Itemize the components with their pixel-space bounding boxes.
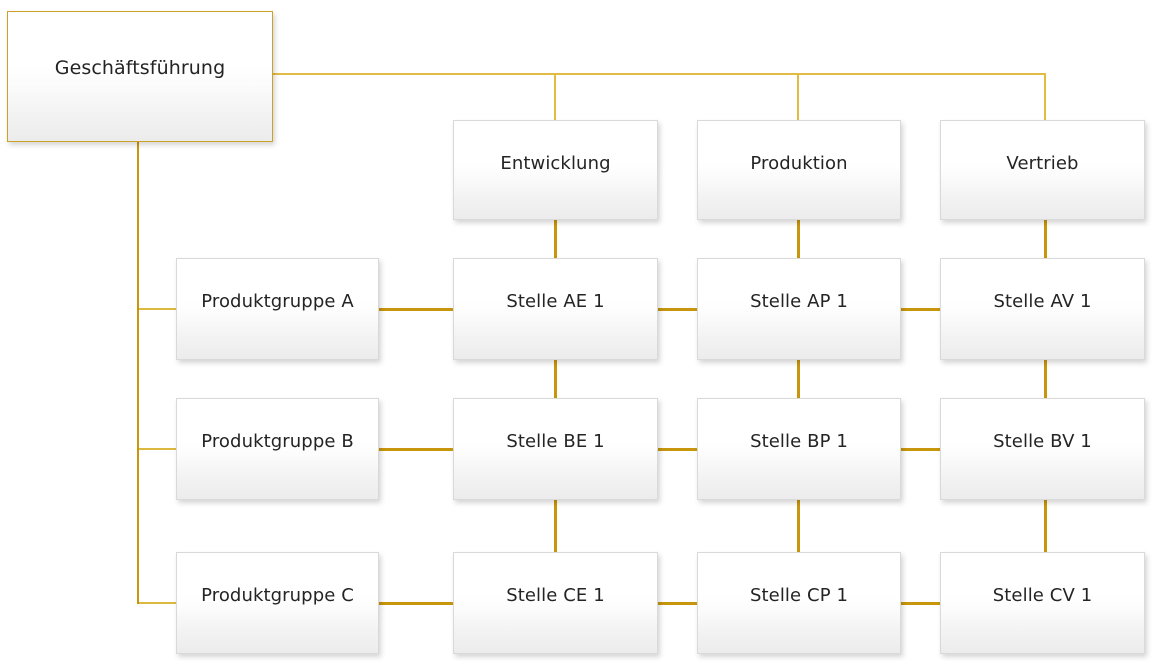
connector-row-a-pg-to-e xyxy=(378,308,454,311)
node-stelle-ce-1[interactable]: Stelle CE 1 xyxy=(453,552,658,654)
connector-bus-drop-vertrieb xyxy=(1044,74,1046,121)
connector-col-produktion-to-a xyxy=(797,220,800,258)
node-label: Entwicklung xyxy=(500,153,611,175)
connector-row-c-e-to-p xyxy=(658,602,698,605)
node-label: Stelle AV 1 xyxy=(993,291,1092,313)
node-label: Stelle CE 1 xyxy=(506,585,605,607)
node-stelle-ap-1[interactable]: Stelle AP 1 xyxy=(697,258,901,360)
node-stelle-cp-1[interactable]: Stelle CP 1 xyxy=(697,552,901,654)
connector-col-entwicklung-a-to-b xyxy=(554,360,557,398)
node-label: Stelle AE 1 xyxy=(506,291,605,313)
node-label: Stelle CV 1 xyxy=(992,585,1093,607)
connector-bus-drop-entwicklung xyxy=(554,74,556,121)
node-label: Produktgruppe C xyxy=(201,585,354,607)
node-stelle-bv-1[interactable]: Stelle BV 1 xyxy=(940,398,1145,500)
node-produktgruppe-a[interactable]: Produktgruppe A xyxy=(176,258,379,360)
connector-spine-stub-a xyxy=(139,308,177,310)
node-produktgruppe-b[interactable]: Produktgruppe B xyxy=(176,398,379,500)
connector-col-vertrieb-b-to-c xyxy=(1044,500,1047,552)
connector-spine-stub-b xyxy=(139,448,177,450)
node-entwicklung[interactable]: Entwicklung xyxy=(453,120,658,220)
connector-row-b-pg-to-e xyxy=(378,448,454,451)
node-stelle-cv-1[interactable]: Stelle CV 1 xyxy=(940,552,1145,654)
node-label: Vertrieb xyxy=(1006,153,1079,175)
connector-row-b-p-to-v xyxy=(901,448,941,451)
node-label: Produktion xyxy=(750,153,848,175)
node-stelle-bp-1[interactable]: Stelle BP 1 xyxy=(697,398,901,500)
node-vertrieb[interactable]: Vertrieb xyxy=(940,120,1145,220)
connector-col-entwicklung-to-a xyxy=(554,220,557,258)
connector-col-produktion-b-to-c xyxy=(797,500,800,552)
node-label: Geschäftsführung xyxy=(54,57,226,80)
connector-spine-stub-c xyxy=(139,602,177,604)
node-geschaeftsfuehrung[interactable]: Geschäftsführung xyxy=(7,11,273,142)
node-label: Stelle AP 1 xyxy=(750,291,848,313)
connector-col-vertrieb-a-to-b xyxy=(1044,360,1047,398)
connector-row-b-e-to-p xyxy=(658,448,698,451)
node-stelle-ae-1[interactable]: Stelle AE 1 xyxy=(453,258,658,360)
node-produktion[interactable]: Produktion xyxy=(697,120,901,220)
node-produktgruppe-c[interactable]: Produktgruppe C xyxy=(176,552,379,654)
node-label: Stelle BV 1 xyxy=(993,431,1092,453)
connector-bus-drop-produktion xyxy=(797,74,799,121)
connector-row-a-e-to-p xyxy=(658,308,698,311)
node-label: Stelle BE 1 xyxy=(506,431,605,453)
connector-left-spine xyxy=(137,141,139,604)
connector-top-bus xyxy=(272,73,1046,75)
connector-row-c-pg-to-e xyxy=(378,602,454,605)
node-label: Produktgruppe A xyxy=(201,291,354,313)
connector-row-c-p-to-v xyxy=(901,602,941,605)
node-stelle-be-1[interactable]: Stelle BE 1 xyxy=(453,398,658,500)
node-stelle-av-1[interactable]: Stelle AV 1 xyxy=(940,258,1145,360)
node-label: Stelle BP 1 xyxy=(750,431,848,453)
connector-col-produktion-a-to-b xyxy=(797,360,800,398)
connector-row-a-p-to-v xyxy=(901,308,941,311)
connector-col-vertrieb-to-a xyxy=(1044,220,1047,258)
node-label: Produktgruppe B xyxy=(201,431,354,453)
connector-col-entwicklung-b-to-c xyxy=(554,500,557,552)
node-label: Stelle CP 1 xyxy=(749,585,849,607)
